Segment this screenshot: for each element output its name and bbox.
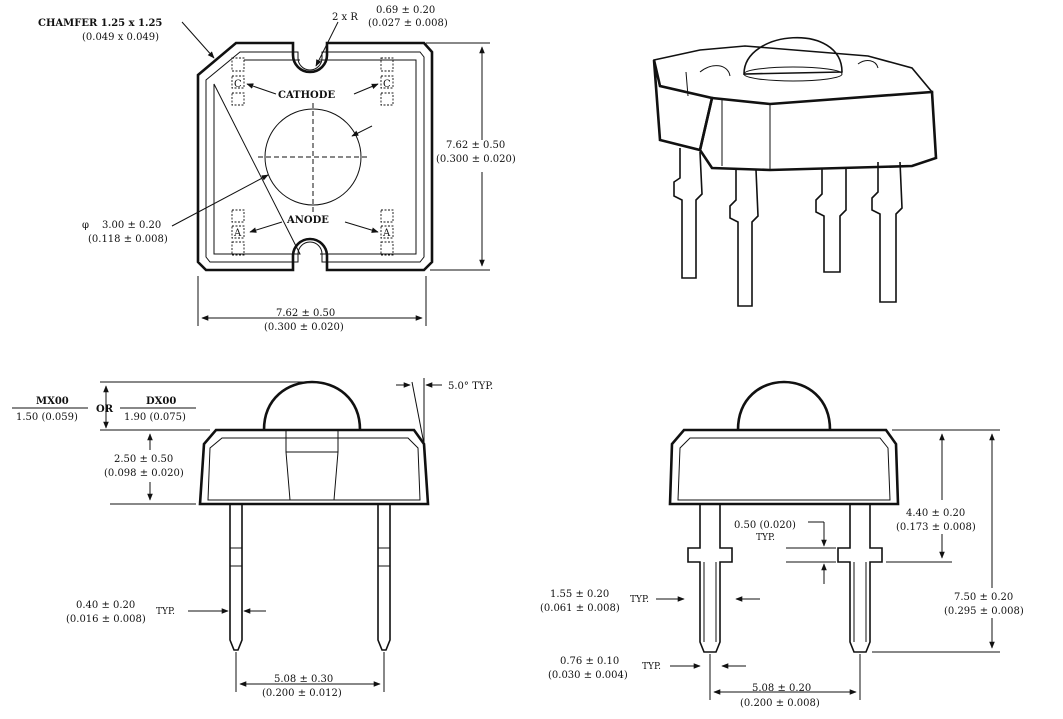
seat-height-inch: (0.173 ± 0.008) <box>896 522 976 533</box>
width-mm: 7.62 ± 0.50 <box>276 308 335 319</box>
height-inch: (0.300 ± 0.020) <box>436 154 516 165</box>
lead-typ: TYP. <box>156 607 175 617</box>
chamfer-inch: (0.049 x 0.049) <box>82 32 159 43</box>
side-view-dome <box>736 380 832 431</box>
side-view-body <box>668 428 900 506</box>
side-view-leads <box>687 504 883 653</box>
pad-a-right: A <box>382 228 391 239</box>
iso-front-face <box>698 90 938 172</box>
step-typ: TYP. <box>756 533 775 543</box>
diameter-inch: (0.118 ± 0.008) <box>88 234 168 245</box>
front-view-body <box>198 428 430 506</box>
radius-prefix: 2 x R <box>332 12 358 23</box>
iso-dome <box>743 36 843 75</box>
anode-pads: A A <box>231 209 394 256</box>
front-pitch-mm: 5.08 ± 0.30 <box>274 674 333 685</box>
shoulder-typ: TYP. <box>630 595 649 605</box>
top-view-inner-outline <box>205 51 425 263</box>
radius-inch: (0.027 ± 0.008) <box>368 18 448 29</box>
side-view: 0.50 (0.020) TYP. 4.40 ± 0.20 (0.173 ± 0… <box>540 380 1024 709</box>
iso-left-face <box>652 59 714 152</box>
mx-value: 1.50 (0.059) <box>16 412 78 423</box>
seat-height-mm: 4.40 ± 0.20 <box>906 508 965 519</box>
top-view-lens <box>264 108 362 206</box>
tip-inch: (0.030 ± 0.004) <box>548 670 628 681</box>
dx-label: DX00 <box>146 396 176 407</box>
angle-label: 5.0° TYP. <box>448 381 493 392</box>
total-height-mm: 7.50 ± 0.20 <box>954 592 1013 603</box>
lead-width-inch: (0.016 ± 0.008) <box>66 614 146 625</box>
diameter-phi: φ <box>82 220 89 231</box>
body-height-mm: 2.50 ± 0.50 <box>114 454 173 465</box>
total-height-inch: (0.295 ± 0.008) <box>944 606 1024 617</box>
tip-typ: TYP. <box>642 662 661 672</box>
cathode-label: CATHODE <box>278 90 335 101</box>
or-label: OR <box>96 404 114 415</box>
side-pitch-mm: 5.08 ± 0.20 <box>752 683 811 694</box>
mx-label: MX00 <box>36 396 69 407</box>
shoulder-inch: (0.061 ± 0.008) <box>540 603 620 614</box>
anode-label: ANODE <box>286 215 329 226</box>
front-view: MX00 1.50 (0.059) OR DX00 1.90 (0.075) 2… <box>12 378 493 699</box>
side-pitch-inch: (0.200 ± 0.008) <box>740 698 820 709</box>
width-inch: (0.300 ± 0.020) <box>264 322 344 333</box>
tip-mm: 0.76 ± 0.10 <box>560 656 619 667</box>
step-mm: 0.50 (0.020) <box>734 520 796 531</box>
cathode-pads: C C <box>231 57 394 106</box>
pad-c-left: C <box>234 79 242 90</box>
pad-a-left: A <box>233 228 242 239</box>
pad-c-right: C <box>383 79 391 90</box>
body-height-inch: (0.098 ± 0.020) <box>104 468 184 479</box>
shoulder-mm: 1.55 ± 0.20 <box>550 589 609 600</box>
front-view-dome <box>262 380 362 431</box>
top-view: C C A A CATHODE ANODE CHAMFER 1.25 x 1.2… <box>38 5 516 333</box>
height-mm: 7.62 ± 0.50 <box>446 140 505 151</box>
radius-mm: 0.69 ± 0.20 <box>376 5 435 16</box>
dx-value: 1.90 (0.075) <box>124 412 186 423</box>
front-view-leads <box>229 504 391 651</box>
isometric-view <box>652 36 938 307</box>
top-view-body-outline <box>196 41 434 272</box>
diameter-mm: 3.00 ± 0.20 <box>102 220 161 231</box>
front-pitch-inch: (0.200 ± 0.012) <box>262 688 342 699</box>
iso-pins <box>673 148 903 307</box>
chamfer-label: CHAMFER 1.25 x 1.25 <box>38 18 162 29</box>
top-view-inner-step <box>213 59 417 255</box>
lead-width-mm: 0.40 ± 0.20 <box>76 600 135 611</box>
